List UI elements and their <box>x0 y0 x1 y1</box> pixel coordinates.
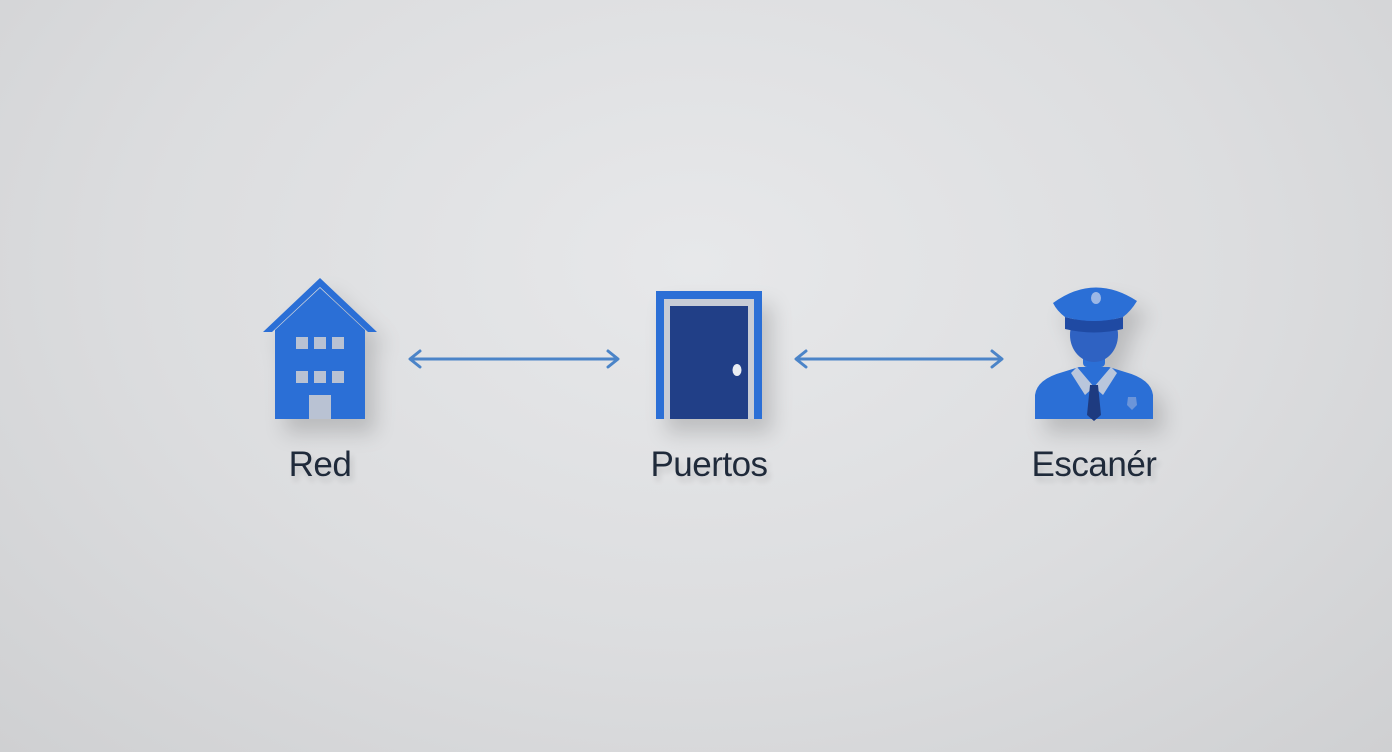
door-icon <box>656 291 762 419</box>
node-label-escaner: Escanér <box>1031 445 1157 484</box>
node-label-red: Red <box>288 445 352 484</box>
arrow-puertos-escaner <box>794 349 1004 369</box>
security-guard-icon <box>1035 287 1153 421</box>
node-label-puertos: Puertos <box>650 445 768 484</box>
house-icon <box>263 278 377 419</box>
arrow-red-puertos <box>408 349 620 369</box>
